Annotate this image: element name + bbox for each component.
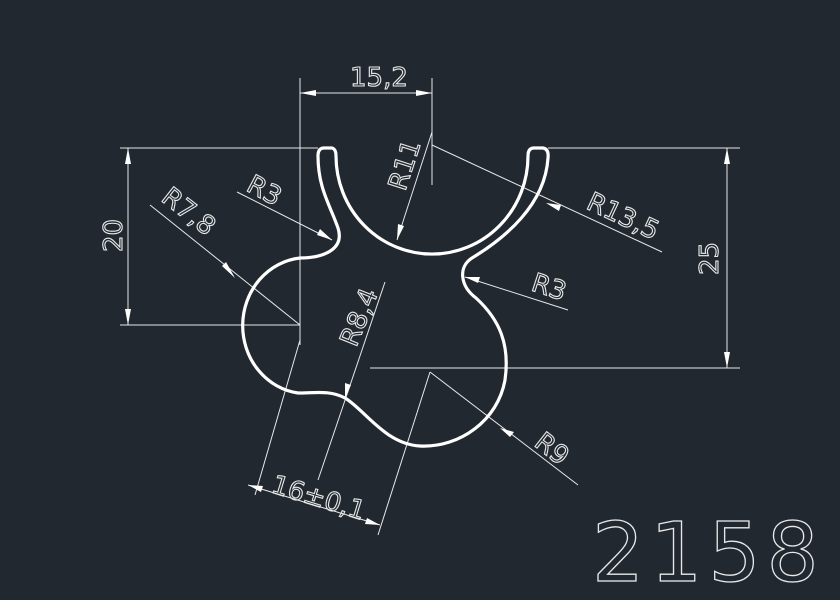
dim-radius-bottom-lobe: R9 bbox=[529, 427, 575, 472]
dim-radius-center: R8,4 bbox=[335, 284, 385, 350]
profile-outline bbox=[241, 146, 550, 448]
dim-radius-outer-arc: R13,5 bbox=[582, 187, 664, 246]
dim-height-right: 25 bbox=[695, 242, 725, 275]
dim-height-left: 20 bbox=[99, 219, 129, 252]
dim-width-top: 15,2 bbox=[350, 63, 408, 93]
dim-radius-inner-arc: R11 bbox=[383, 136, 427, 194]
dim-radius-left-neck: R3 bbox=[242, 170, 287, 213]
arrowheads bbox=[125, 90, 730, 525]
dimension-lines bbox=[120, 78, 740, 536]
dim-radius-left-lobe: R7,8 bbox=[156, 182, 221, 242]
dim-radius-right-neck: R3 bbox=[528, 268, 570, 307]
part-number: 2158 bbox=[592, 506, 825, 600]
